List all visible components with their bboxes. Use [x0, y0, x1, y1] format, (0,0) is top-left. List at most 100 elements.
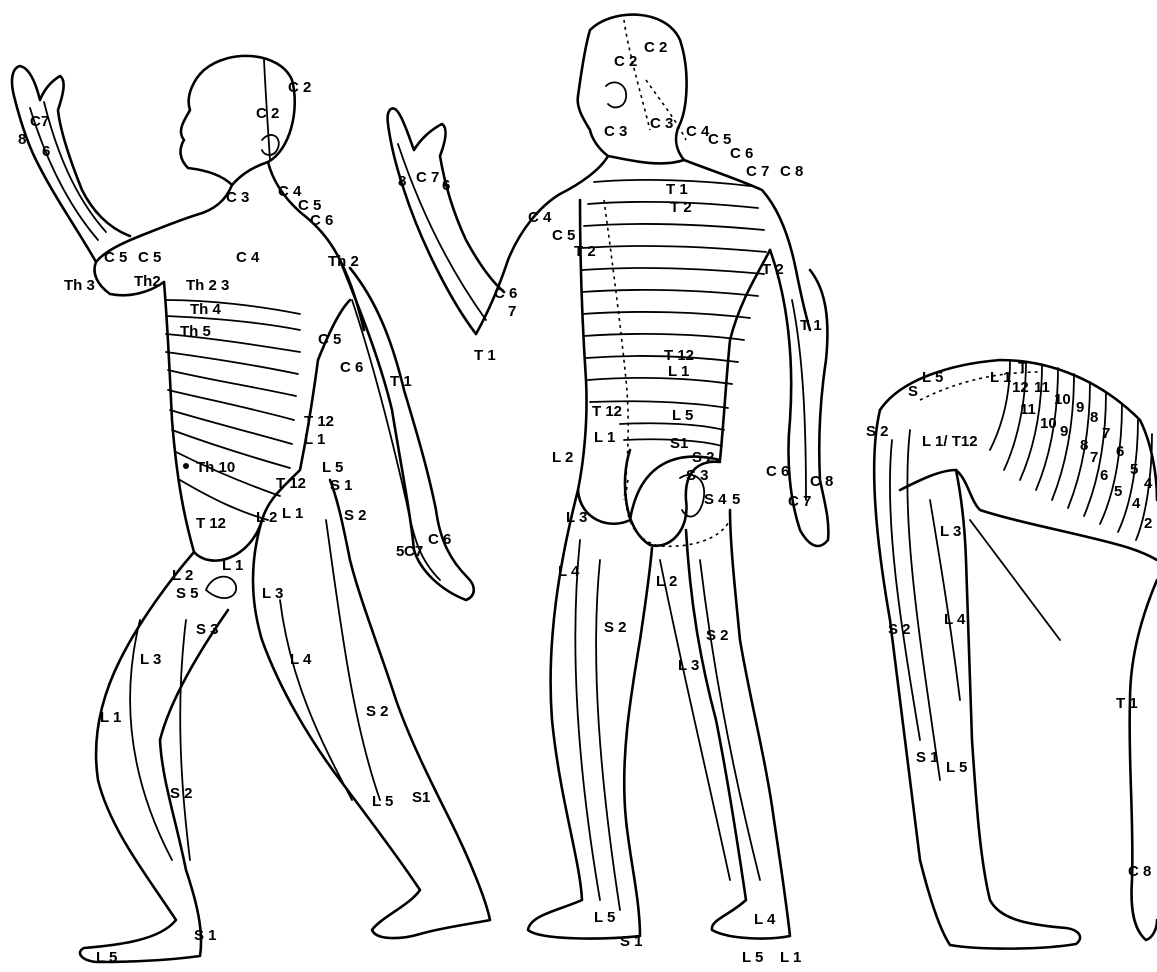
- front-label: S 1: [330, 477, 353, 494]
- back-stripe: [582, 246, 766, 252]
- back-label: C 8: [780, 163, 803, 180]
- back-shoulders: [476, 156, 810, 334]
- front-leg-line: [326, 520, 380, 800]
- front-leg-line: [180, 620, 190, 860]
- back-figure: C 2 C 2 C 3 C 3 C 4 C 5 C 6 C 7 C 8 T 1 …: [388, 15, 834, 966]
- back-stripe: [582, 268, 764, 274]
- back-label: C 8: [810, 473, 833, 490]
- front-label: C 2: [256, 105, 279, 122]
- back-label: C 7: [746, 163, 769, 180]
- back-label: T 12: [664, 347, 694, 364]
- bent-label: 10: [1054, 391, 1071, 408]
- back-label: S 4: [704, 491, 727, 508]
- bent-label: C 8: [1128, 863, 1151, 880]
- front-label: Th2: [134, 273, 161, 290]
- back-label: C 7: [788, 493, 811, 510]
- front-label: S 3: [196, 621, 219, 638]
- back-label: S 2: [692, 449, 715, 466]
- front-label: T 12: [196, 515, 226, 532]
- front-chest-stripe: [166, 300, 300, 314]
- back-label: T 2: [762, 261, 784, 278]
- bent-label: 8: [1080, 437, 1088, 454]
- back-label: L 1: [668, 363, 689, 380]
- front-label: C7: [30, 113, 49, 130]
- front-label: Th 10: [196, 459, 235, 476]
- back-stripe: [582, 290, 758, 296]
- back-label: C 3: [650, 115, 673, 132]
- bent-label: L 1/ T12: [922, 433, 978, 450]
- front-label: C 3: [226, 189, 249, 206]
- bent-label: 9: [1060, 423, 1068, 440]
- back-stripe: [620, 423, 724, 430]
- bent-leg-line: [970, 520, 1060, 640]
- front-navel-dot: [183, 463, 189, 469]
- bent-label: 5: [1114, 483, 1122, 500]
- front-label: T 12: [304, 413, 334, 430]
- bent-label: 4: [1132, 495, 1141, 512]
- front-label: L 1: [222, 557, 243, 574]
- front-label: C 6: [340, 359, 363, 376]
- back-label: L 5: [672, 407, 693, 424]
- back-label: S 3: [686, 467, 709, 484]
- bent-label: 6: [1100, 467, 1108, 484]
- back-leg-line: [700, 560, 760, 880]
- back-label: L 4: [754, 911, 776, 928]
- bent-label: 6: [1116, 443, 1124, 460]
- front-figure: C 2 C 2 C 3 C 4 C 5 C 6 C7 8 6 C 5 C 5 C…: [12, 56, 490, 966]
- front-label: Th 3: [64, 277, 95, 294]
- bent-label: L 3: [940, 523, 961, 540]
- bent-label: S: [908, 383, 918, 400]
- front-label: Th 4: [190, 301, 221, 318]
- bent-label: 7: [1102, 425, 1110, 442]
- back-leg-line: [575, 540, 600, 900]
- back-label: S 2: [706, 627, 729, 644]
- back-label: S 2: [604, 619, 627, 636]
- back-left-leg: [528, 490, 652, 938]
- back-label: S1: [670, 435, 688, 452]
- front-label: S1: [412, 789, 430, 806]
- front-label: C 5: [318, 331, 341, 348]
- front-label: L 1: [100, 709, 121, 726]
- front-label: Th 5: [180, 323, 211, 340]
- front-label: S 1: [194, 927, 217, 944]
- back-label: T 12: [592, 403, 622, 420]
- back-label: C 6: [766, 463, 789, 480]
- front-label: S 2: [344, 507, 367, 524]
- front-label: S 2: [170, 785, 193, 802]
- front-label: T 1: [390, 373, 412, 390]
- front-label: L 5: [372, 793, 393, 810]
- back-label: L 2: [656, 573, 677, 590]
- front-arm-outline: [12, 66, 130, 262]
- back-arm-outline: [388, 108, 504, 334]
- bent-stripe: [1100, 404, 1122, 524]
- back-stripe: [588, 378, 732, 384]
- bent-label: S 1: [916, 749, 939, 766]
- back-label: L 1: [780, 949, 801, 966]
- back-scalp-dash: [624, 20, 650, 130]
- bent-leg-line: [890, 440, 920, 740]
- front-label: T 12: [276, 475, 306, 492]
- front-ear: [262, 135, 279, 155]
- back-head-outline: [578, 15, 687, 164]
- bent-label: 5: [1130, 461, 1138, 478]
- front-chest-stripe: [166, 352, 298, 374]
- back-label: C 5: [708, 131, 731, 148]
- front-label: 5: [396, 543, 404, 560]
- bent-label: 12: [1012, 379, 1029, 396]
- bent-label: 10: [1040, 415, 1057, 432]
- back-label: C 5: [552, 227, 575, 244]
- front-label: C 6: [310, 212, 333, 229]
- front-label: C 5: [104, 249, 127, 266]
- back-label: L 5: [742, 949, 763, 966]
- bent-figure: L 5 S L 1 T 12 11 10 9 11 10 9 8 7 8 7 6…: [866, 359, 1157, 949]
- front-label: L 3: [262, 585, 283, 602]
- bent-label: L 5: [946, 759, 967, 776]
- front-label: 8: [18, 131, 26, 148]
- back-label: L 3: [566, 509, 587, 526]
- back-ear: [606, 82, 626, 107]
- back-spine-dash: [604, 200, 628, 500]
- back-label: C 4: [686, 123, 710, 140]
- bent-label: S 2: [866, 423, 889, 440]
- back-stripe: [584, 334, 744, 340]
